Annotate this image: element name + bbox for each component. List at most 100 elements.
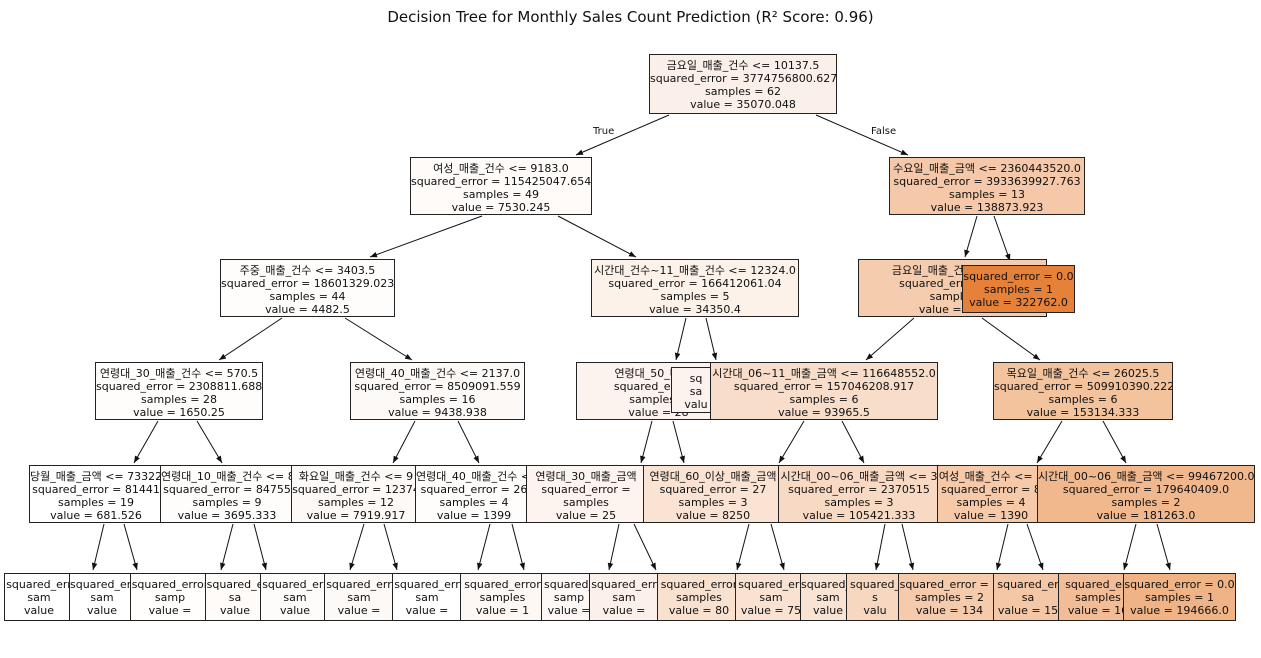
node-text-line: squared_err — [70, 578, 135, 591]
node-text-line: samples — [479, 591, 526, 604]
tree-edge — [865, 317, 915, 361]
node-text-line: squared_e — [206, 578, 264, 591]
tree-edge — [392, 420, 416, 464]
node-text-line: squared_error = 18601329.023 — [221, 277, 395, 290]
node-text-line: squared_error = 3933639927.763 — [893, 175, 1081, 188]
node-text-line: value — [23, 604, 55, 617]
node-text-line: 연령대_60_이상_매출_금액 — [649, 470, 777, 483]
tree-edge — [1026, 523, 1044, 571]
node-text-line: value = 1399 — [436, 509, 512, 522]
node-text-line: value = 75 — [740, 604, 802, 617]
node-text-line: 시간대_00~06_매출_금액 <= 3 — [780, 470, 938, 483]
tree-edge — [1036, 420, 1063, 464]
tree-edge — [196, 420, 223, 464]
tree-edge — [349, 523, 365, 571]
node-text-line: samples = 5 — [660, 290, 730, 303]
node-text-line: value = 9438.938 — [388, 406, 487, 419]
node-text-line: squared_ — [544, 578, 594, 591]
node-text-line: samples = 16 — [399, 393, 476, 406]
node-text-line: squared_err — [262, 578, 328, 591]
node-text-line: samples — [563, 496, 609, 509]
node-text-line: samples — [676, 591, 722, 604]
node-text-line: 수요일_매출_금액 <= 2360443520.0 — [893, 162, 1081, 175]
tree-edge — [736, 523, 750, 571]
node-text-line: samples = 44 — [269, 290, 346, 303]
node-text-line: 여성_매출_건수 <= 9183.0 — [433, 162, 569, 175]
node-text-line: squared_error = 179640409.0 — [1062, 483, 1230, 496]
tree-edge — [557, 215, 637, 258]
node-text-line: samp — [154, 591, 186, 604]
node-text-line: samples = 1 — [1145, 591, 1214, 604]
node-text-line: samp — [553, 591, 585, 604]
node-text-line: samples = 62 — [705, 85, 781, 98]
node-text-line: samples = 12 — [318, 496, 394, 509]
node-text-line: sam — [90, 591, 114, 604]
node-text-line: sa — [689, 385, 703, 398]
node-text-line: valu — [684, 398, 708, 411]
tree-edge — [1123, 523, 1137, 571]
node-text-line: 연령대_30_매출_건수 <= 570.5 — [99, 367, 259, 380]
tree-edge — [477, 523, 491, 571]
node-text-line: sam — [27, 591, 51, 604]
node-text-line: sa — [1021, 591, 1035, 604]
node-text-line: value = 15 — [997, 604, 1059, 617]
tree-edge — [964, 215, 978, 258]
node-text-line: value = 322762.0 — [969, 296, 1068, 309]
node-text-line: squared_error — [660, 578, 738, 591]
tree-edge — [1156, 523, 1171, 571]
edge-label-true: True — [593, 126, 615, 137]
tree-edge — [511, 523, 525, 571]
tree-edge — [633, 523, 657, 571]
node-text-line: samples = 13 — [949, 188, 1025, 201]
node-text-line: value = 105421.333 — [802, 509, 916, 522]
node-text-line: value = 80 — [668, 604, 730, 617]
node-text-line: samples = 4 — [956, 496, 1026, 509]
node-text-line: samples = 3 — [824, 496, 894, 509]
node-text-line: value = 7530.245 — [451, 201, 551, 214]
node-text-line: value = 1650.25 — [133, 406, 225, 419]
node-text-line: value = — [602, 604, 646, 617]
node-text-line: squared_err — [326, 578, 392, 591]
node-text-line: value = 7919.917 — [306, 509, 406, 522]
node-text-line: samples = 6 — [789, 393, 859, 406]
node-text-line: value = 3695.333 — [177, 509, 277, 522]
tree-edge — [995, 523, 1009, 571]
node-text-line: value — [219, 604, 251, 617]
node-text-line: s — [872, 591, 878, 604]
node-text-line: squared_err — [6, 578, 72, 591]
tree-edge — [778, 420, 805, 464]
node-text-line: 시간대_00~06_매출_금액 <= 99467200.0 — [1038, 470, 1255, 483]
node-text-line: squared_err — [801, 578, 855, 591]
node-text-line: value = 194666.0 — [1130, 604, 1229, 617]
node-text-line: 연령대_40_매출_건수 <= 26 — [416, 470, 532, 483]
node-text-line: 금요일_매출_건수 <= 10137.5 — [666, 59, 820, 72]
node-text-line: samples = 9 — [192, 496, 262, 509]
node-text-line: value = 153134.333 — [1026, 406, 1140, 419]
node-text-line: sq — [689, 372, 703, 385]
node-text-line: value = 35070.048 — [690, 98, 796, 111]
node-text-line: squared_error = 8509091.559 — [354, 380, 521, 393]
node-text-line: squared_err — [738, 578, 804, 591]
node-text-line: 당월_매출_금액 <= 73322 — [30, 470, 163, 483]
tree-edge — [133, 420, 159, 464]
node-text-line: squared_error = 0.0 — [1124, 578, 1235, 591]
node-text-line: sa — [228, 591, 242, 604]
tree-node: 연령대_10_매출_건수 <= 84755squared_error = 847… — [160, 465, 294, 523]
node-text-line: 연령대_30_매출_금액 — [535, 470, 637, 483]
node-text-line: value — [279, 604, 311, 617]
node-text-line: squared_ — [850, 578, 900, 591]
